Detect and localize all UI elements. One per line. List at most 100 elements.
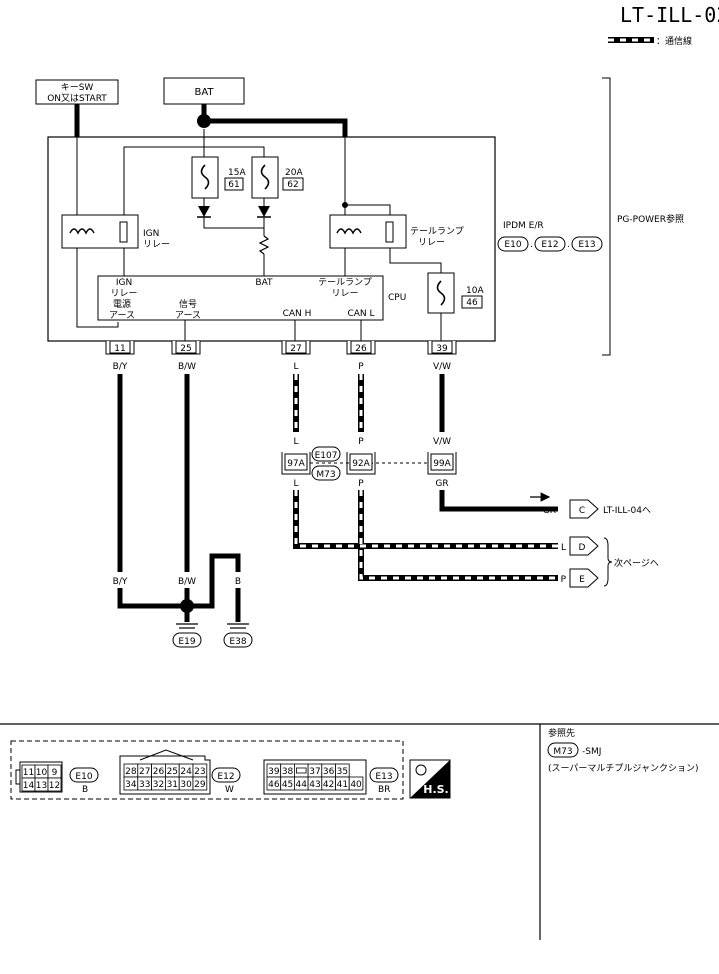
- svg-text:.: .: [530, 240, 533, 250]
- junction-pin-92a: 92A: [346, 452, 376, 475]
- svg-text:LT-ILL-04へ: LT-ILL-04へ: [603, 506, 651, 516]
- fuse-20a: 20A 62: [251, 156, 304, 218]
- svg-text:リレー: リレー: [331, 289, 358, 299]
- svg-text:GR: GR: [543, 506, 556, 516]
- svg-text:CAN H: CAN H: [283, 309, 312, 319]
- connector-pin-number: 40: [350, 780, 362, 790]
- ipdm-box: [47, 136, 496, 342]
- connector-pin-number: 33: [139, 780, 150, 790]
- svg-text:10A: 10A: [466, 286, 484, 296]
- svg-text:15A: 15A: [228, 168, 246, 178]
- connector-views-frame: [10, 740, 404, 800]
- output-c: GR C LT-ILL-04へ: [543, 499, 651, 519]
- svg-text:テールランプ: テールランプ: [410, 226, 464, 237]
- svg-text:E13: E13: [375, 772, 392, 782]
- connector-pin-number: 43: [309, 780, 320, 790]
- connector-pin-number: 46: [268, 780, 280, 790]
- svg-text:E13: E13: [578, 240, 595, 250]
- next-page-label: 次ページへ: [614, 557, 659, 569]
- svg-text:39: 39: [436, 344, 448, 354]
- connector-pin-number: 34: [125, 780, 137, 790]
- svg-text:B/W: B/W: [178, 577, 196, 587]
- bat-to-tail-wire: [204, 118, 348, 137]
- svg-text:B/Y: B/Y: [113, 362, 128, 372]
- connector-pin-number: 28: [125, 767, 137, 777]
- svg-text:B: B: [235, 577, 241, 587]
- svg-text:C: C: [579, 506, 585, 516]
- connector-pin-number: 41: [337, 780, 348, 790]
- connector-pin-number: 26: [153, 767, 165, 777]
- svg-text:L: L: [561, 543, 566, 553]
- terminal-27: 27 L: [281, 340, 311, 372]
- svg-text:46: 46: [466, 298, 478, 308]
- svg-text:BR: BR: [378, 785, 390, 795]
- svg-text:アース: アース: [175, 311, 201, 321]
- connector-pin-number: 27: [139, 767, 150, 777]
- terminal-39: 39 V/W: [427, 340, 457, 372]
- legend-label: ：通信線: [656, 35, 692, 47]
- svg-text:E19: E19: [178, 637, 195, 647]
- svg-text:E107: E107: [315, 451, 338, 461]
- connector-pin-number: 11: [23, 768, 34, 778]
- connector-pin-number: 35: [337, 767, 348, 777]
- svg-text:CAN L: CAN L: [347, 309, 374, 319]
- svg-text:P: P: [358, 362, 364, 372]
- svg-text:リレー: リレー: [418, 238, 445, 248]
- connector-pin-number: 12: [49, 781, 60, 791]
- svg-text:V/W: V/W: [433, 437, 451, 447]
- svg-text:92A: 92A: [352, 459, 370, 469]
- connector-pin-number: 29: [194, 780, 206, 790]
- svg-text:CPU: CPU: [388, 293, 406, 303]
- comm-line-legend: ：通信線: [608, 35, 692, 47]
- svg-text:IGN: IGN: [143, 229, 159, 239]
- svg-text:H.S.: H.S.: [423, 783, 449, 796]
- bat-box: BAT: [163, 77, 245, 105]
- terminal-26: 26 P: [346, 340, 376, 372]
- svg-text:27: 27: [290, 344, 301, 354]
- svg-text:E: E: [579, 575, 585, 585]
- connector-pin-number: 36: [323, 767, 335, 777]
- connector-pin-number: 23: [194, 767, 205, 777]
- svg-text:25: 25: [180, 344, 191, 354]
- svg-text:E10: E10: [504, 240, 521, 250]
- svg-text:E10: E10: [75, 772, 92, 782]
- connector-pin-number: 14: [23, 781, 35, 791]
- connector-pin-number: 38: [282, 767, 294, 777]
- connector-pin-cell: [47, 777, 62, 792]
- page-code: LT-ILL-02: [620, 3, 719, 27]
- reference-block: 参照先 M73 -SMJ (スーパーマルチプルジャンクション): [547, 727, 698, 774]
- key-switch-box: キーSW ON又はSTART: [35, 79, 119, 105]
- svg-text:BAT: BAT: [255, 278, 273, 288]
- junction-connector-ovals: E107 M73: [311, 446, 341, 481]
- ign-relay: IGN リレー: [61, 214, 170, 250]
- connector-pin-number: 24: [180, 767, 192, 777]
- svg-text:B: B: [82, 785, 88, 795]
- svg-text:アース: アース: [109, 311, 135, 321]
- svg-text:97A: 97A: [287, 459, 305, 469]
- svg-text:M73: M73: [553, 747, 572, 757]
- pg-power-bracket: [602, 77, 611, 356]
- terminal-25: 25 B/W: [171, 340, 201, 372]
- output-e: P E: [561, 568, 599, 588]
- pg-power-ref: PG-POWER参照: [617, 213, 684, 225]
- connector-pin-cell: [348, 776, 364, 791]
- fuse-15a: 15A 61: [191, 156, 246, 218]
- junction-pin-99a: 99A: [427, 452, 457, 475]
- svg-text:-SMJ: -SMJ: [582, 747, 601, 757]
- tail-lamp-relay: テールランプ リレー: [329, 214, 464, 249]
- svg-text:リレー: リレー: [110, 289, 137, 299]
- svg-text:W: W: [225, 785, 234, 795]
- connector-pin-cell: [192, 776, 208, 791]
- ipdm-name: IPDM E/R: [503, 221, 544, 231]
- connector-pin-number: 31: [167, 780, 178, 790]
- svg-text:信号: 信号: [179, 298, 197, 310]
- hs-badge: H.S.: [409, 759, 451, 799]
- svg-text:BAT: BAT: [194, 87, 214, 98]
- junction-pin-97a: 97A: [281, 452, 311, 475]
- svg-text:P: P: [358, 479, 364, 489]
- svg-text:61: 61: [228, 180, 239, 190]
- ground-wires: [117, 374, 241, 622]
- svg-text:GR: GR: [435, 479, 448, 489]
- svg-text:(スーパーマルチプルジャンクション): (スーパーマルチプルジャンクション): [548, 763, 698, 774]
